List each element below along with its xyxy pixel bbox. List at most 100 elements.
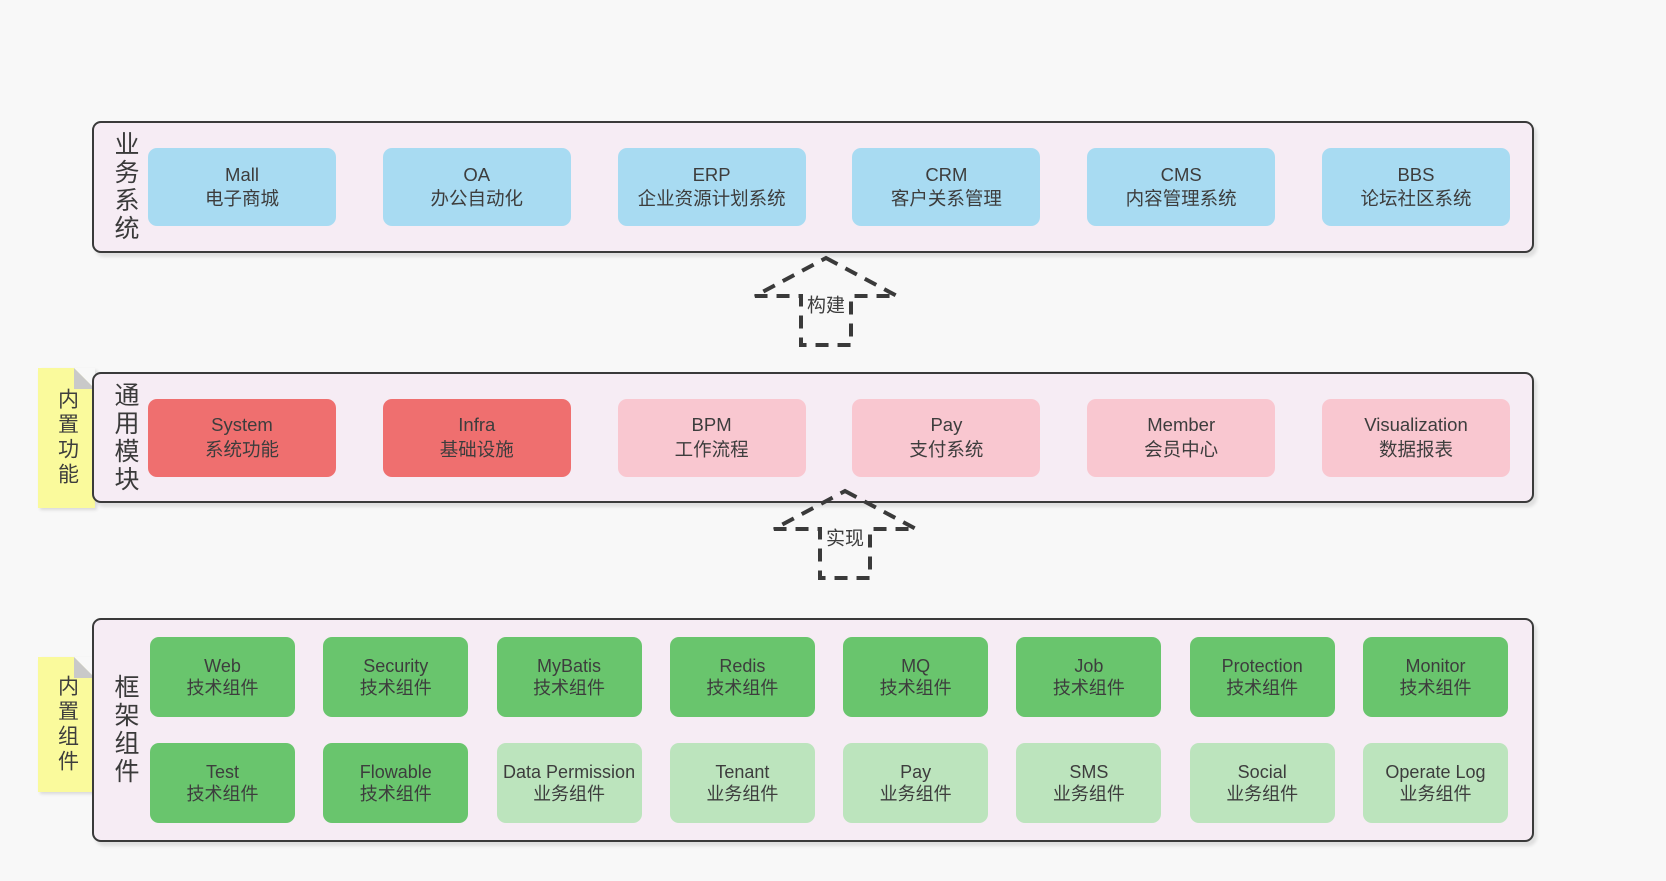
module-box: Security 技术组件 bbox=[323, 637, 469, 717]
module-box-title: Data Permission bbox=[503, 761, 636, 782]
note-built-in-components-label: 内置组件 bbox=[55, 674, 79, 775]
module-box: Mall 电子商城 bbox=[148, 148, 336, 226]
module-box-subtitle: 技术组件 bbox=[186, 784, 259, 804]
module-box-title: SMS bbox=[1069, 761, 1109, 782]
module-box-subtitle: 电子商城 bbox=[204, 188, 279, 209]
module-box-subtitle: 技术组件 bbox=[533, 678, 606, 698]
module-box: Web 技术组件 bbox=[150, 637, 295, 717]
module-box-subtitle: 业务组件 bbox=[1052, 784, 1125, 804]
module-box-title: Pay bbox=[930, 414, 963, 436]
module-box: Test 技术组件 bbox=[150, 743, 295, 823]
module-box-title: BPM bbox=[691, 414, 732, 436]
module-box-title: CMS bbox=[1160, 163, 1202, 185]
module-box-title: Tenant bbox=[715, 761, 770, 782]
module-box-subtitle: 业务组件 bbox=[706, 784, 779, 804]
module-box: MQ 技术组件 bbox=[843, 637, 989, 717]
module-box-title: MQ bbox=[901, 655, 931, 676]
module-box: Flowable 技术组件 bbox=[323, 743, 469, 823]
module-box-title: ERP bbox=[692, 163, 731, 185]
module-box: System 系统功能 bbox=[148, 398, 336, 477]
module-box-title: Security bbox=[363, 655, 429, 676]
note-built-in-components: 内置组件 bbox=[38, 657, 95, 792]
module-box: Tenant 业务组件 bbox=[669, 743, 815, 823]
band-framework-components: 框架组件 Web 技术组件 Security 技术组件 MyBatis 技术组件… bbox=[92, 618, 1534, 842]
module-box: Job 技术组件 bbox=[1016, 637, 1162, 717]
module-box-subtitle: 业务组件 bbox=[879, 784, 952, 804]
framework-components-box-grid: Web 技术组件 Security 技术组件 MyBatis 技术组件 Redi… bbox=[150, 620, 1508, 840]
module-box-subtitle: 客户关系管理 bbox=[890, 188, 1002, 209]
module-box-title: Test bbox=[205, 761, 239, 782]
module-box-title: BBS bbox=[1397, 163, 1435, 185]
module-box-title: System bbox=[211, 414, 273, 436]
module-box-subtitle: 办公自动化 bbox=[430, 188, 524, 209]
module-box: Social 业务组件 bbox=[1189, 743, 1335, 823]
module-box-subtitle: 技术组件 bbox=[879, 678, 952, 698]
note-built-in-features-label: 内置功能 bbox=[55, 388, 79, 488]
module-box-title: Mall bbox=[225, 163, 259, 185]
module-box-subtitle: 支付系统 bbox=[909, 438, 984, 460]
band-business-systems: 业务系统 Mall 电子商城 OA 办公自动化 ERP 企业资源计划系统 CRM… bbox=[92, 121, 1534, 253]
module-box: Redis 技术组件 bbox=[669, 637, 815, 717]
module-box: Monitor 技术组件 bbox=[1362, 637, 1508, 717]
module-box: OA 办公自动化 bbox=[382, 148, 571, 226]
module-box-subtitle: 业务组件 bbox=[1399, 784, 1472, 804]
band-common-modules-label: 通用模块 bbox=[111, 381, 139, 494]
module-box-title: Visualization bbox=[1364, 414, 1468, 436]
module-box: Pay 业务组件 bbox=[843, 743, 989, 823]
dashed-up-arrow-icon bbox=[773, 488, 917, 580]
band-common-modules: 通用模块 System 系统功能 Infra 基础设施 BPM 工作流程 Pay… bbox=[92, 372, 1534, 503]
module-box: BPM 工作流程 bbox=[617, 398, 806, 477]
arrow-build: 构建 bbox=[751, 254, 901, 349]
module-box-subtitle: 技术组件 bbox=[186, 678, 259, 698]
module-box: Protection 技术组件 bbox=[1189, 637, 1335, 717]
module-box: CRM 客户关系管理 bbox=[852, 148, 1041, 226]
module-box-subtitle: 系统功能 bbox=[204, 438, 279, 460]
band-framework-components-label: 框架组件 bbox=[111, 674, 139, 786]
module-box: CMS 内容管理系统 bbox=[1087, 148, 1276, 226]
module-box-subtitle: 技术组件 bbox=[1399, 678, 1472, 698]
arrow-build-label: 构建 bbox=[803, 289, 849, 319]
module-box-subtitle: 技术组件 bbox=[1226, 678, 1299, 698]
common-modules-box-row: System 系统功能 Infra 基础设施 BPM 工作流程 Pay 支付系统… bbox=[148, 374, 1510, 501]
module-box-subtitle: 数据报表 bbox=[1378, 438, 1453, 460]
module-box-title: Redis bbox=[719, 655, 766, 676]
module-box: MyBatis 技术组件 bbox=[496, 637, 642, 717]
module-box: Infra 基础设施 bbox=[382, 398, 571, 477]
module-box-subtitle: 内容管理系统 bbox=[1125, 188, 1237, 209]
module-box-title: Protection bbox=[1221, 655, 1303, 676]
module-box-title: Operate Log bbox=[1385, 761, 1486, 782]
module-box-subtitle: 技术组件 bbox=[1052, 678, 1125, 698]
module-box-title: Member bbox=[1147, 414, 1216, 436]
module-box-subtitle: 会员中心 bbox=[1144, 438, 1219, 460]
module-box-subtitle: 基础设施 bbox=[439, 438, 514, 460]
module-box: Data Permission 业务组件 bbox=[496, 743, 642, 823]
business-systems-box-row: Mall 电子商城 OA 办公自动化 ERP 企业资源计划系统 CRM 客户关系… bbox=[148, 123, 1510, 251]
dashed-up-arrow-icon bbox=[754, 255, 898, 347]
module-box-title: Infra bbox=[458, 414, 496, 436]
module-box: ERP 企业资源计划系统 bbox=[617, 148, 806, 226]
module-box-title: CRM bbox=[925, 163, 968, 185]
module-box-title: Pay bbox=[900, 761, 932, 782]
module-box-title: Social bbox=[1237, 761, 1287, 782]
module-box-subtitle: 技术组件 bbox=[359, 784, 432, 804]
arrow-implement-label: 实现 bbox=[822, 522, 868, 552]
module-box-title: OA bbox=[463, 163, 491, 185]
module-box: Visualization 数据报表 bbox=[1321, 398, 1510, 477]
module-box-subtitle: 技术组件 bbox=[706, 678, 779, 698]
module-box-subtitle: 论坛社区系统 bbox=[1360, 188, 1472, 209]
module-box: BBS 论坛社区系统 bbox=[1321, 148, 1510, 226]
note-built-in-features: 内置功能 bbox=[38, 368, 95, 508]
band-business-systems-label: 业务系统 bbox=[111, 131, 139, 243]
module-box-title: Web bbox=[204, 655, 241, 676]
module-box-subtitle: 业务组件 bbox=[1226, 784, 1299, 804]
module-box-title: MyBatis bbox=[537, 655, 602, 676]
module-box-title: Flowable bbox=[359, 761, 432, 782]
module-box-subtitle: 技术组件 bbox=[359, 678, 432, 698]
module-box: Pay 支付系统 bbox=[852, 398, 1041, 477]
module-box-subtitle: 工作流程 bbox=[674, 438, 749, 460]
module-box-subtitle: 企业资源计划系统 bbox=[637, 188, 786, 209]
module-box: Member 会员中心 bbox=[1087, 398, 1276, 477]
module-box-subtitle: 业务组件 bbox=[533, 784, 606, 804]
module-box-title: Monitor bbox=[1405, 655, 1466, 676]
